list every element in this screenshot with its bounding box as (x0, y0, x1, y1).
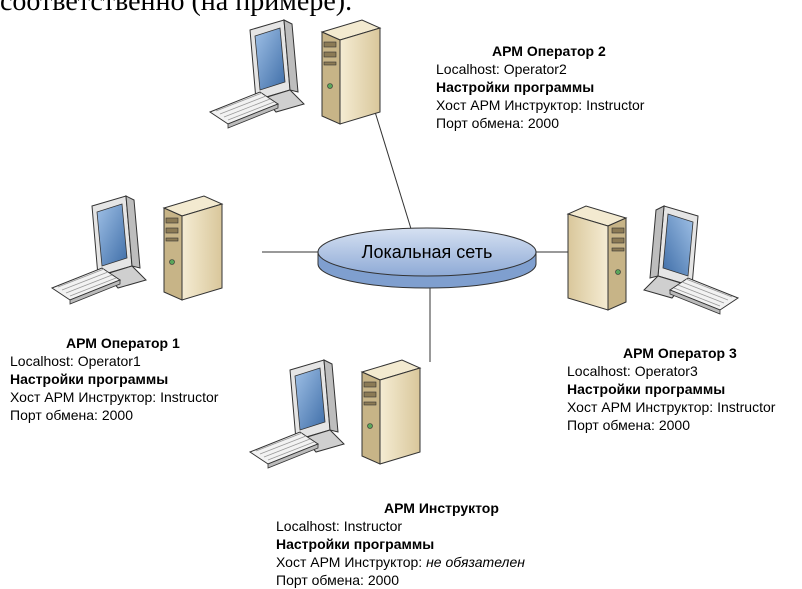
node-localhost: Localhost: Operator1 (10, 353, 141, 369)
host-label: Хост АРМ Инструктор: (436, 97, 587, 113)
host-label: Хост АРМ Инструктор: (276, 554, 427, 570)
workstation-op3-icon (567, 205, 739, 315)
node-op1-info: АРМ Оператор 1 Localhost: Operator1 Наст… (10, 334, 218, 424)
node-title: АРМ Оператор 3 (623, 345, 737, 361)
workstation-op2-icon (209, 19, 381, 129)
node-op2-info: АРМ Оператор 2 Localhost: Operator2 Наст… (436, 42, 644, 132)
node-settings-heading: Настройки программы (10, 371, 169, 387)
node-title: АРМ Оператор 2 (492, 43, 606, 59)
node-settings-heading: Настройки программы (276, 536, 435, 552)
host-value: Instructor (160, 389, 219, 405)
node-op3-info: АРМ Оператор 3 Localhost: Operator3 Наст… (567, 344, 775, 434)
node-title: АРМ Оператор 1 (66, 335, 180, 351)
node-host-line: Хост АРМ Инструктор: Instructor (436, 96, 644, 114)
node-settings-heading: Настройки программы (567, 381, 726, 397)
host-label: Хост АРМ Инструктор: (567, 399, 718, 415)
network-label: Локальная сеть (362, 242, 493, 262)
host-label: Хост АРМ Инструктор: (10, 389, 161, 405)
node-localhost: Localhost: Operator3 (567, 363, 698, 379)
node-port: Порт обмена: 2000 (567, 417, 690, 433)
node-port: Порт обмена: 2000 (10, 407, 133, 423)
node-instructor-info: АРМ Инструктор Localhost: Instructor Нас… (276, 499, 525, 589)
host-value: Instructor (717, 399, 776, 415)
node-localhost: Localhost: Operator2 (436, 61, 567, 77)
local-network-icon (317, 227, 537, 289)
node-localhost: Localhost: Instructor (276, 518, 403, 534)
node-host-line: Хост АРМ Инструктор: не обязателен (276, 553, 525, 571)
node-host-line: Хост АРМ Инструктор: Instructor (10, 388, 218, 406)
workstation-instructor-icon (249, 359, 421, 469)
node-title: АРМ Инструктор (384, 500, 499, 516)
link-op2 (371, 101, 413, 233)
host-value: Instructor (586, 97, 645, 113)
node-settings-heading: Настройки программы (436, 79, 595, 95)
node-port: Порт обмена: 2000 (436, 115, 559, 131)
host-value-optional: не обязателен (426, 554, 525, 570)
workstation-op1-icon (51, 195, 223, 305)
node-port: Порт обмена: 2000 (276, 572, 399, 588)
top-caption-fragment: соответственно (на примере). (0, 0, 353, 17)
node-host-line: Хост АРМ Инструктор: Instructor (567, 398, 775, 416)
